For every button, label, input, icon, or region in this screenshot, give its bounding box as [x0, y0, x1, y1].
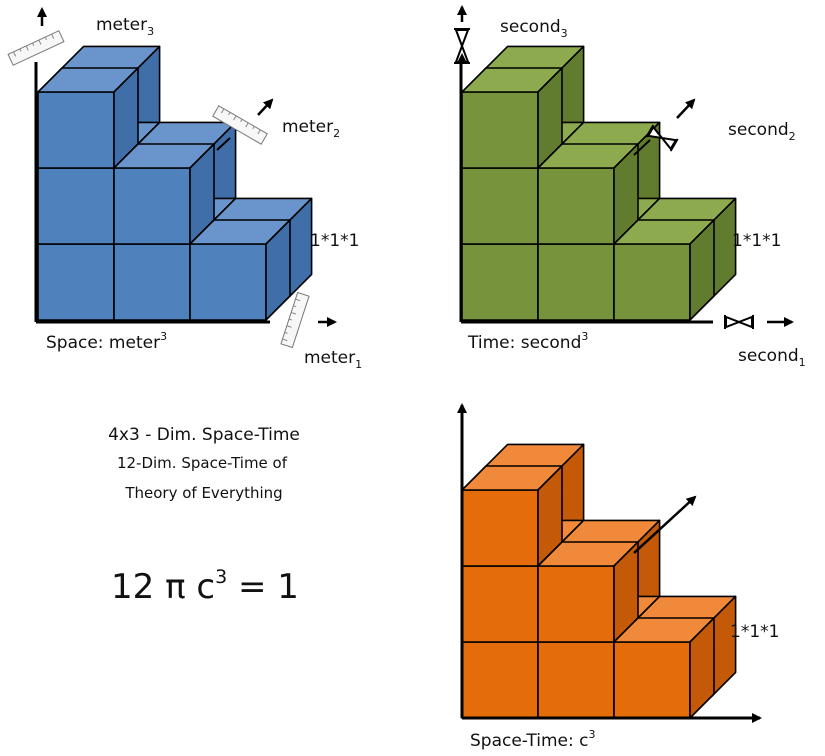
space-axis3-label: meter3: [96, 15, 154, 38]
space-axis1-label: meter1: [304, 348, 362, 371]
ruler-icon: [280, 291, 310, 349]
time-cube-front: [537, 167, 615, 245]
space-cube-stack: [37, 45, 313, 321]
time-axis3-label: second3: [500, 17, 568, 40]
ruler-icon: [7, 30, 65, 66]
time-caption: Time: second3: [467, 330, 588, 353]
time-cube-front: [461, 243, 539, 321]
time-cube-front: [461, 91, 539, 169]
time-unit-label: 1*1*1: [732, 231, 781, 251]
spacetime-depth-axis: [633, 495, 697, 554]
time-axis1-label: second1: [738, 346, 806, 369]
time-cube-front: [537, 243, 615, 321]
spacetime-cube-front: [461, 641, 539, 719]
spacetime-cube-front: [613, 641, 691, 719]
spacetime-panel: 1*1*1 Space-Time: c3: [457, 403, 779, 751]
space-panel: meter3 meter2 meter1 1*1*1 Space: meter3: [7, 7, 362, 371]
hourglass-icon: [454, 28, 470, 64]
spacetime-cube-stack: [461, 443, 737, 719]
space-axis2-arrow: [257, 98, 274, 116]
spacetime-cube-front: [461, 565, 539, 643]
space-axis2-label: meter2: [282, 117, 340, 140]
space-axis2-line: [216, 137, 231, 151]
time-cube-front: [461, 167, 539, 245]
time-panel: second3 second2 second1 1*1*1 Time: seco…: [454, 5, 806, 369]
space-cube-front: [113, 243, 191, 321]
space-caption: Space: meter3: [46, 330, 167, 353]
time-cube-front: [613, 243, 691, 321]
space-cube-front: [113, 167, 191, 245]
title-line: 4x3 - Dim. Space-Time: [108, 425, 300, 445]
time-cube-side: [689, 219, 715, 321]
space-cube-front: [189, 243, 267, 321]
ruler-icon: [212, 105, 268, 145]
space-cube-front: [37, 167, 115, 245]
subtitle-line: 12-Dim. Space-Time of: [117, 454, 288, 472]
spacetime-cube-front: [537, 641, 615, 719]
space-unit-label: 1*1*1: [310, 231, 359, 251]
subtitle-line: Theory of Everything: [124, 484, 282, 502]
spacetime-cube-front: [537, 565, 615, 643]
formula: 12 π c3 = 1: [111, 566, 299, 607]
hourglass-icon: [724, 315, 754, 329]
spacetime-unit-label: 1*1*1: [730, 622, 779, 642]
space-cube-side: [265, 219, 291, 321]
spacetime-caption: Space-Time: c3: [470, 728, 595, 751]
text-block: 4x3 - Dim. Space-Time 12-Dim. Space-Time…: [108, 425, 300, 607]
time-axis2-arrow: [676, 98, 696, 119]
space-cube-front: [37, 91, 115, 169]
hourglass-icon: [645, 124, 679, 152]
space-cube-front: [37, 243, 115, 321]
spacetime-cube-side: [689, 617, 715, 719]
time-cube-stack: [461, 45, 737, 321]
spacetime-cube-front: [461, 489, 539, 567]
time-axis2-label: second2: [728, 120, 796, 143]
time-axis2-line: [633, 139, 651, 156]
